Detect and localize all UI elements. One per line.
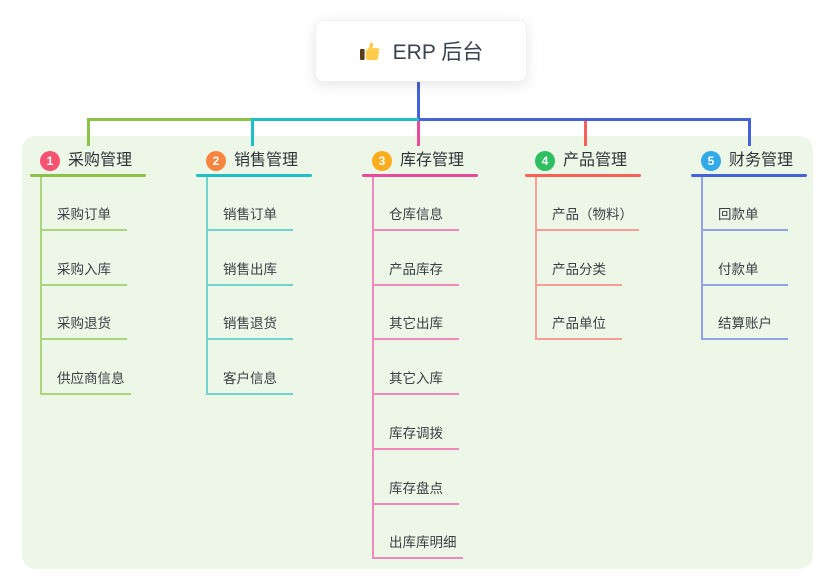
child-node[interactable]: 销售退货 [206,316,293,340]
child-node[interactable]: 采购入库 [40,262,127,286]
elbow-drop [251,118,254,146]
branch-number-badge: 1 [40,151,60,171]
branch-child-trunk-line [206,177,208,395]
branch-number-badge: 4 [535,151,555,171]
elbow-segment [419,118,751,121]
child-node[interactable]: 其它出库 [372,316,459,340]
child-node[interactable]: 采购订单 [40,207,127,231]
elbow-drop [87,118,90,146]
elbow-drop [584,121,587,146]
branch-child-trunk-line [372,177,374,559]
child-node[interactable]: 其它入库 [372,371,459,395]
child-node[interactable]: 供应商信息 [40,371,131,395]
branch-title[interactable]: 销售管理 [234,152,299,169]
child-node[interactable]: 付款单 [701,262,788,286]
child-node[interactable]: 产品分类 [535,262,622,286]
elbow-segment [87,118,253,121]
branch-number-badge: 2 [206,151,226,171]
branch-underline [525,174,641,177]
branch-underline [362,174,478,177]
child-node[interactable]: 客户信息 [206,371,293,395]
child-node[interactable]: 库存盘点 [372,481,459,505]
child-node[interactable]: 结算账户 [701,316,788,340]
branch-child-trunk-line [701,177,703,340]
branch-underline [691,174,807,177]
branch-number-badge: 5 [701,151,721,171]
elbow-drop [417,121,420,146]
root-node[interactable]: ERP 后台 [315,20,527,82]
thumbs-up-icon [359,39,383,63]
elbow-segment [251,118,420,121]
child-node[interactable]: 采购退货 [40,316,127,340]
branch-underline [30,174,146,177]
child-node[interactable]: 库存调拨 [372,426,459,450]
root-connector-line [417,80,420,118]
branch-title[interactable]: 采购管理 [68,152,133,169]
branch-underline [196,174,312,177]
branch-child-trunk-line [40,177,42,395]
root-label: ERP 后台 [392,41,484,64]
branch-title[interactable]: 财务管理 [729,152,794,169]
child-node[interactable]: 出库库明细 [372,535,463,559]
branch-number-badge: 3 [372,151,392,171]
mindmap-panel [22,136,813,569]
branch-title[interactable]: 产品管理 [563,152,628,169]
child-node[interactable]: 仓库信息 [372,207,459,231]
child-node[interactable]: 产品（物料） [535,207,639,231]
child-node[interactable]: 产品单位 [535,316,622,340]
child-node[interactable]: 销售订单 [206,207,293,231]
elbow-drop [748,118,751,146]
child-node[interactable]: 销售出库 [206,262,293,286]
branch-child-trunk-line [535,177,537,340]
child-node[interactable]: 回款单 [701,207,788,231]
branch-title[interactable]: 库存管理 [400,152,465,169]
child-node[interactable]: 产品库存 [372,262,459,286]
